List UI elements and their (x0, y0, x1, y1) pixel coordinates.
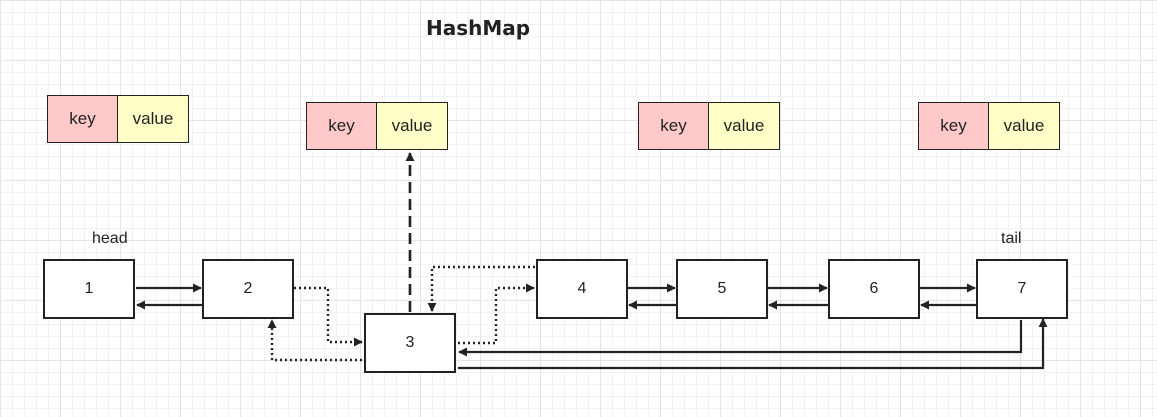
link-3-to-4-old (458, 283, 535, 345)
entry-key: key (919, 103, 989, 149)
entry-key: key (639, 103, 709, 149)
entry-value: value (709, 103, 779, 149)
node-1: 1 (43, 259, 135, 319)
entry-extra-2: key value (918, 102, 1060, 150)
node-2: 2 (202, 259, 294, 319)
link-7-to-3 (458, 320, 1023, 357)
diagram-title: HashMap (426, 16, 531, 40)
link-3-to-7 (458, 318, 1048, 370)
entry-value: value (118, 96, 188, 142)
node-3: 3 (364, 313, 456, 373)
link-2-to-3-old (294, 286, 363, 347)
entry-node-3: key value (306, 102, 448, 150)
node-5: 5 (676, 259, 768, 319)
node-6: 6 (828, 259, 920, 319)
head-label: head (92, 230, 128, 247)
entry-key: key (307, 103, 377, 149)
node-4: 4 (536, 259, 628, 319)
tail-label: tail (1001, 230, 1022, 247)
node-7: 7 (976, 259, 1068, 319)
entry-extra-1: key value (638, 102, 780, 150)
entry-legend: key value (47, 95, 189, 143)
link-3-to-2-old (267, 319, 362, 362)
entry-value: value (989, 103, 1059, 149)
entry-value: value (377, 103, 447, 149)
entry-key: key (48, 96, 118, 142)
